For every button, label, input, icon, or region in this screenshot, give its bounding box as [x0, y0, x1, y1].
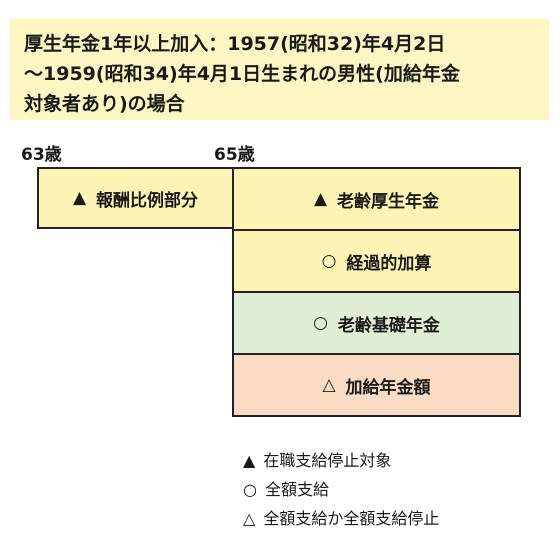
title-banner: 厚生年金1年以上加入：1957(昭和32)年4月2日 ～1959(昭和34)年4… — [10, 19, 549, 120]
circle-icon: ○ — [321, 251, 337, 271]
title-line-2: ～1959(昭和34)年4月1日生まれの男性(加給年金 — [24, 63, 460, 85]
box-label: 老齢厚生年金 — [337, 191, 440, 212]
filled-triangle-icon: ▲ — [72, 188, 87, 208]
circle-icon: ○ — [313, 313, 328, 333]
title-line-1: 厚生年金1年以上加入：1957(昭和32)年4月2日 — [24, 33, 446, 55]
box-label: 老齢基礎年金 — [337, 315, 440, 336]
box-label: 経過的加算 — [346, 253, 432, 274]
box-spouse-supplement: △ 加給年金額 — [232, 353, 521, 417]
title-line-3: 対象者あり)の場合 — [24, 93, 185, 115]
age-65-label: 65歳 — [214, 145, 255, 165]
legend-text: 在職支給停止対象 — [263, 451, 392, 470]
legend-text: 全額支給か全額支給停止 — [263, 509, 440, 528]
box-label: 報酬比例部分 — [96, 190, 199, 211]
filled-triangle-icon: ▲ — [243, 451, 256, 470]
filled-triangle-icon: ▲ — [313, 189, 328, 209]
box-label: 加給年金額 — [345, 377, 431, 398]
legend-item-suspension-target: ▲ 在職支給停止対象 — [243, 451, 391, 471]
box-transitional-addition: ○ 経過的加算 — [232, 229, 521, 293]
outline-triangle-icon: △ — [243, 509, 256, 528]
box-old-age-basic-pension: ○ 老齢基礎年金 — [232, 291, 521, 355]
outline-triangle-icon: △ — [322, 375, 336, 395]
box-old-age-employees-pension: ▲ 老齢厚生年金 — [232, 167, 521, 231]
legend-text: 全額支給 — [264, 480, 329, 499]
legend-item-full-or-stopped: △ 全額支給か全額支給停止 — [243, 509, 439, 529]
circle-icon: ○ — [243, 480, 257, 499]
age-63-label: 63歳 — [21, 145, 62, 165]
legend-item-full-payment: ○ 全額支給 — [243, 480, 329, 500]
box-earnings-related-portion: ▲ 報酬比例部分 — [37, 167, 234, 229]
